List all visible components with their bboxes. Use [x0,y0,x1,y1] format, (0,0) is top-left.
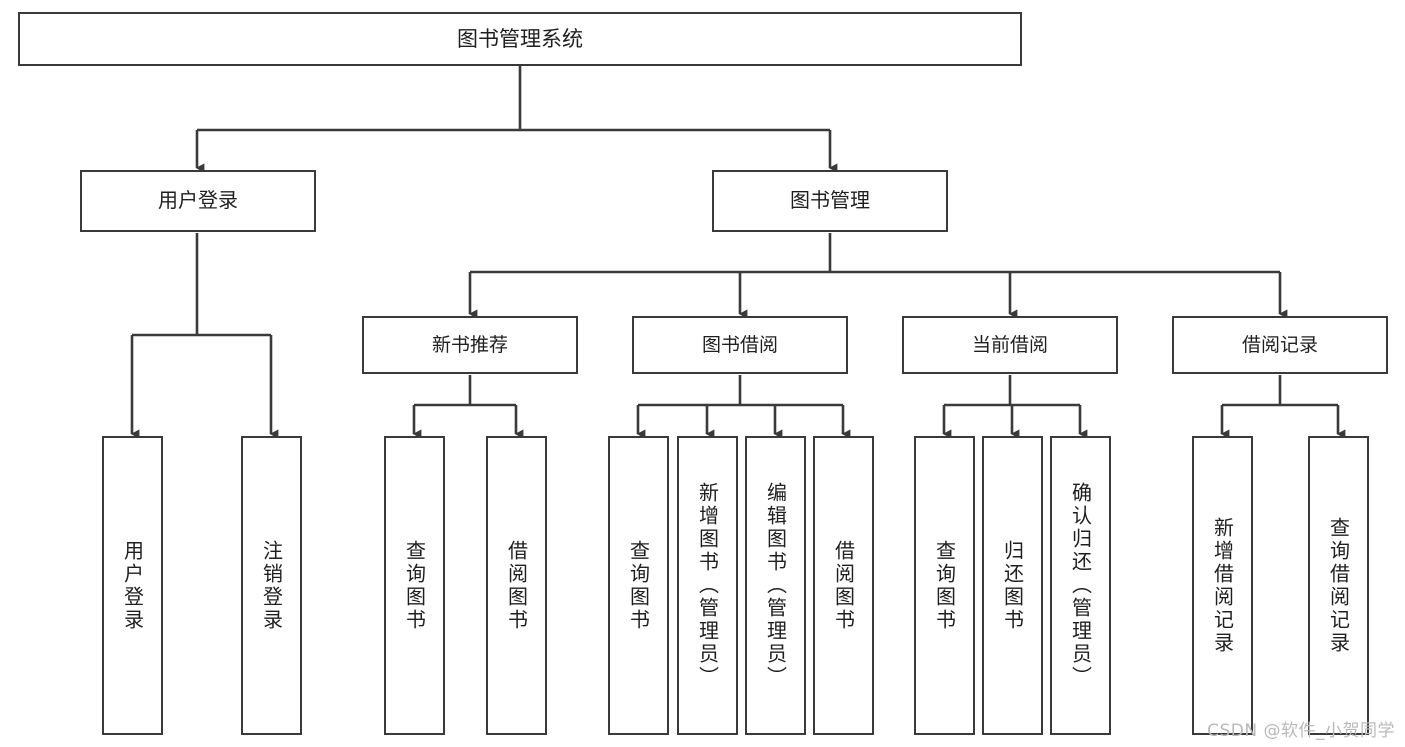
node-label: 当前借阅 [971,333,1048,356]
leaf-current-borrow-confirm-return-admin[interactable]: 确认归还（管理员） [1050,436,1111,735]
leaf-book-borrow-query-book[interactable]: 查询图书 [608,436,669,735]
leaf-current-borrow-query-book[interactable]: 查询图书 [914,436,975,735]
node-label: 查询图书 [402,539,427,632]
node-label: 新增借阅记录 [1210,516,1235,655]
node-borrow-record[interactable]: 借阅记录 [1172,316,1388,374]
leaf-borrow-record-query-record[interactable]: 查询借阅记录 [1308,436,1369,735]
node-label: 查询图书 [626,539,651,632]
leaf-borrow-record-add-record[interactable]: 新增借阅记录 [1192,436,1253,735]
csdn-watermark: CSDN @软件_小贺同学 [1207,721,1395,741]
node-label: 借阅图书 [831,539,856,632]
node-label: 注销登录 [259,539,284,632]
node-book-management[interactable]: 图书管理 [712,170,948,232]
node-label: 查询借阅记录 [1326,516,1351,655]
leaf-book-borrow-edit-book-admin[interactable]: 编辑图书（管理员） [745,436,806,735]
node-root-book-management-system[interactable]: 图书管理系统 [18,12,1022,66]
node-label: 借阅记录 [1241,333,1318,356]
node-label: 用户登录 [120,539,145,632]
node-label: 查询图书 [932,539,957,632]
leaf-new-book-borrow-book[interactable]: 借阅图书 [486,436,547,735]
node-current-borrow[interactable]: 当前借阅 [902,316,1118,374]
node-label: 图书管理系统 [457,26,583,51]
node-label: 借阅图书 [504,539,529,632]
node-label: 新增图书（管理员） [695,482,720,689]
node-label: 编辑图书（管理员） [763,482,788,689]
leaf-book-borrow-borrow-book[interactable]: 借阅图书 [813,436,874,735]
node-label: 新书推荐 [431,333,508,356]
node-book-borrow[interactable]: 图书借阅 [632,316,848,374]
node-user-login[interactable]: 用户登录 [80,170,316,232]
node-label: 归还图书 [1000,539,1025,632]
leaf-user-login-login[interactable]: 用户登录 [102,436,163,735]
node-new-book-recommend[interactable]: 新书推荐 [362,316,578,374]
leaf-current-borrow-return-book[interactable]: 归还图书 [982,436,1043,735]
leaf-user-login-logout[interactable]: 注销登录 [241,436,302,735]
node-label: 用户登录 [158,188,238,213]
leaf-book-borrow-add-book-admin[interactable]: 新增图书（管理员） [677,436,738,735]
node-label: 图书借阅 [701,333,778,356]
leaf-new-book-query-book[interactable]: 查询图书 [384,436,445,735]
node-label: 确认归还（管理员） [1068,482,1093,689]
node-label: 图书管理 [790,188,870,213]
